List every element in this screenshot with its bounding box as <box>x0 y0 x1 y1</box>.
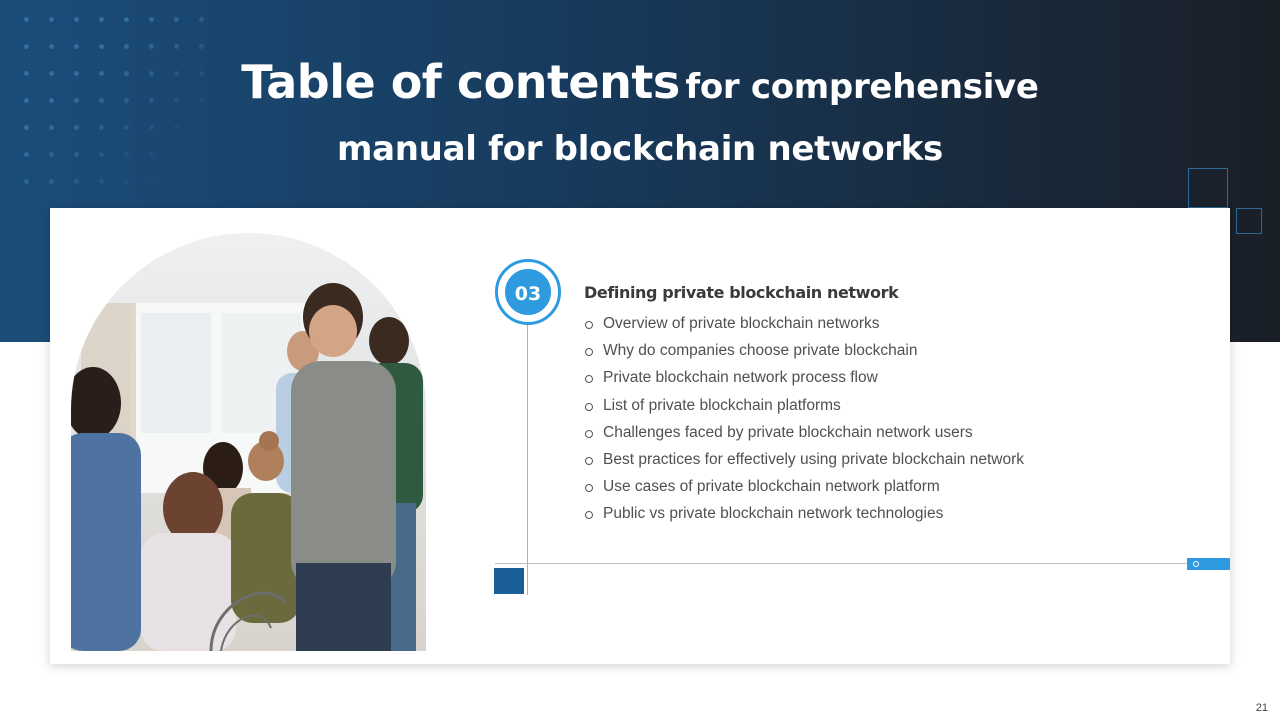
timeline-horizontal-line <box>495 563 1195 564</box>
bullet-icon <box>585 402 593 411</box>
slide-title: Table of contents for comprehensive manu… <box>0 54 1280 177</box>
list-item: Public vs private blockchain network tec… <box>584 502 1024 529</box>
title-main: Table of contents <box>241 55 680 109</box>
list-item: Challenges faced by private blockchain n… <box>584 421 1024 448</box>
list-item: Best practices for effectively using pri… <box>584 448 1024 475</box>
content-card: 03 Defining private blockchain network O… <box>50 208 1230 664</box>
timeline-vertical-line <box>527 325 528 595</box>
section-number: 03 <box>503 267 553 317</box>
bullet-icon <box>585 375 593 384</box>
page-number: 21 <box>1255 702 1268 714</box>
team-photo <box>71 233 426 651</box>
bullet-icon <box>585 321 593 329</box>
list-item: List of private blockchain platforms <box>584 394 1024 421</box>
bullet-icon <box>585 348 593 357</box>
bullet-icon <box>585 429 593 438</box>
bullet-icon <box>585 484 593 493</box>
bullet-icon <box>585 511 593 520</box>
list-item: Overview of private blockchain networks <box>584 312 1024 339</box>
section-title: Defining private blockchain network <box>584 283 899 302</box>
people-meeting-image <box>71 283 423 651</box>
topic-list: Overview of private blockchain networks … <box>584 312 1024 530</box>
section-number-badge: 03 <box>495 259 561 325</box>
decorative-square <box>1188 168 1228 208</box>
line-end-tab <box>1187 558 1230 570</box>
dot-pattern <box>14 6 214 206</box>
list-item: Private blockchain network process flow <box>584 366 1024 393</box>
corner-accent-square <box>494 568 524 594</box>
list-item: Use cases of private blockchain network … <box>584 475 1024 502</box>
title-line-2: manual for blockchain networks <box>337 129 943 169</box>
list-item: Why do companies choose private blockcha… <box>584 339 1024 366</box>
bullet-icon <box>585 456 593 465</box>
decorative-square <box>1236 208 1262 234</box>
ring-icon <box>1193 561 1199 567</box>
title-rest: for comprehensive <box>685 67 1039 107</box>
